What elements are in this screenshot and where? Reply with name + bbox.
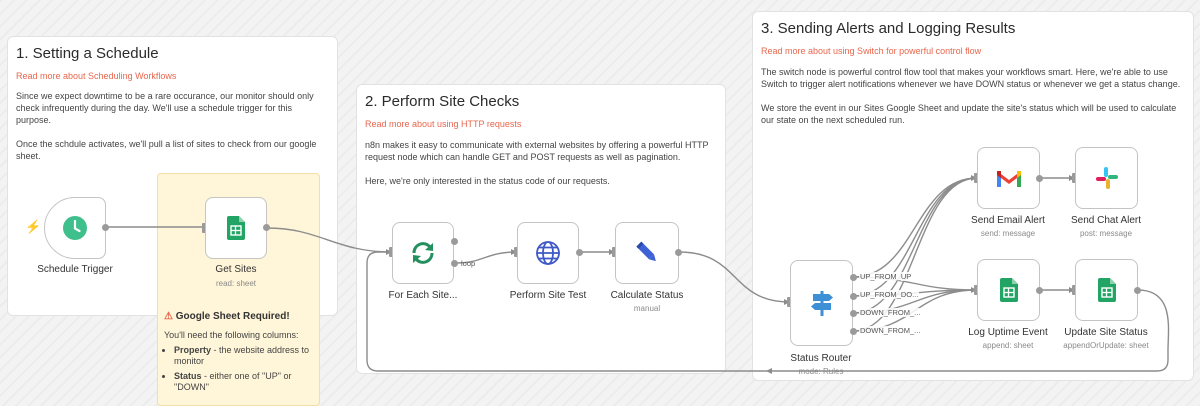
trigger-bolt-icon: ⚡ [25, 219, 42, 234]
node-subtitle: appendOrUpdate: sheet [1063, 341, 1149, 350]
node-output-port[interactable] [1036, 287, 1043, 294]
note-paragraph: Here, we're only interested in the statu… [365, 176, 610, 186]
loop-arrows-icon [412, 242, 434, 264]
node-input-port[interactable] [787, 297, 791, 307]
node-input-port[interactable] [514, 247, 518, 257]
loop-output-label: loop [461, 259, 476, 268]
google-sheets-icon [999, 278, 1018, 302]
note-link[interactable]: Read more about using HTTP requests [365, 119, 522, 129]
node-output-port-loop[interactable] [451, 260, 458, 267]
router-branch-label: DOWN_FROM_... [859, 308, 922, 317]
node-label: Send Chat Alert [1070, 215, 1142, 226]
node-subtitle: append: sheet [982, 341, 1034, 350]
node-output-port[interactable] [850, 274, 857, 281]
note-paragraph: Since we expect downtime to be a rare oc… [16, 91, 314, 125]
node-output-port-done[interactable] [451, 238, 458, 245]
note-link[interactable]: Read more about Scheduling Workflows [16, 71, 177, 81]
node-update-site-status[interactable] [1075, 259, 1138, 321]
gmail-icon [996, 171, 1021, 187]
router-branch-label: DOWN_FROM_... [859, 326, 922, 335]
node-output-port[interactable] [576, 249, 583, 256]
node-label: Get Sites [215, 264, 257, 275]
note-title: 2. Perform Site Checks [365, 93, 520, 110]
note-title: ⚠ Google Sheet Required! [164, 311, 290, 322]
google-sheets-icon [227, 216, 245, 240]
globe-icon [536, 241, 560, 265]
node-label: For Each Site... [388, 290, 458, 301]
node-calculate-status[interactable] [615, 222, 679, 284]
node-output-port[interactable] [263, 224, 270, 231]
note-paragraph: Once the schdule activates, we'll pull a… [16, 139, 317, 161]
node-output-port[interactable] [1134, 287, 1141, 294]
pencil-icon [636, 241, 656, 262]
slack-icon [1095, 167, 1118, 189]
note-sheet-required: ⚠ Google Sheet Required! You'll need the… [164, 311, 316, 397]
node-output-port[interactable] [850, 310, 857, 317]
node-label: Status Router [790, 353, 852, 364]
router-branch-label: UP_FROM_UP [859, 272, 913, 281]
note-title: 1. Setting a Schedule [16, 45, 159, 62]
node-output-port[interactable] [675, 249, 682, 256]
note-link[interactable]: Read more about using Switch for powerfu… [761, 46, 982, 56]
note-title: 3. Sending Alerts and Logging Results [761, 20, 1016, 37]
node-subtitle: post: message [1079, 229, 1133, 238]
node-input-port[interactable] [1072, 173, 1076, 183]
list-item: Status - either one of "UP" or "DOWN" [174, 371, 316, 393]
node-for-each-site[interactable] [392, 222, 454, 284]
node-subtitle: read: sheet [215, 279, 257, 288]
node-subtitle: send: message [980, 229, 1036, 238]
node-subtitle: manual [633, 304, 661, 313]
node-label: Send Email Alert [971, 215, 1045, 226]
node-label: Calculate Status [610, 290, 684, 301]
router-branch-label: UP_FROM_DO... [859, 290, 920, 299]
node-output-port[interactable] [102, 224, 109, 231]
node-label: Log Uptime Event [968, 327, 1048, 338]
node-input-port[interactable] [1072, 285, 1076, 295]
node-schedule-trigger[interactable] [44, 197, 106, 259]
node-input-port[interactable] [389, 247, 393, 257]
column-list: Property - the website address to monito… [164, 345, 316, 393]
node-get-sites[interactable] [205, 197, 267, 259]
node-label: Update Site Status [1064, 327, 1148, 338]
node-input-port[interactable] [612, 247, 616, 257]
node-status-router[interactable] [790, 260, 853, 346]
node-output-port[interactable] [850, 293, 857, 300]
note-paragraph: The switch node is powerful control flow… [761, 67, 1181, 89]
node-send-email-alert[interactable] [977, 147, 1040, 209]
note-paragraph: We store the event in our Sites Google S… [761, 103, 1177, 125]
node-label: Perform Site Test [509, 290, 587, 301]
node-input-port[interactable] [202, 223, 206, 233]
signpost-icon [810, 291, 833, 316]
node-subtitle: mode: Rules [798, 367, 844, 376]
node-perform-site-test[interactable] [517, 222, 579, 284]
clock-icon [63, 216, 87, 240]
warning-icon: ⚠ [164, 311, 173, 322]
node-label: Schedule Trigger [37, 264, 113, 275]
note-intro: You'll need the following columns: [164, 330, 299, 340]
node-input-port[interactable] [974, 285, 978, 295]
node-output-port[interactable] [850, 328, 857, 335]
node-output-port[interactable] [1036, 175, 1043, 182]
node-log-uptime-event[interactable] [977, 259, 1040, 321]
node-input-port[interactable] [974, 173, 978, 183]
note-paragraph: n8n makes it easy to communicate with ex… [365, 140, 709, 162]
list-item: Property - the website address to monito… [174, 345, 316, 367]
node-send-chat-alert[interactable] [1075, 147, 1138, 209]
google-sheets-icon [1097, 278, 1116, 302]
